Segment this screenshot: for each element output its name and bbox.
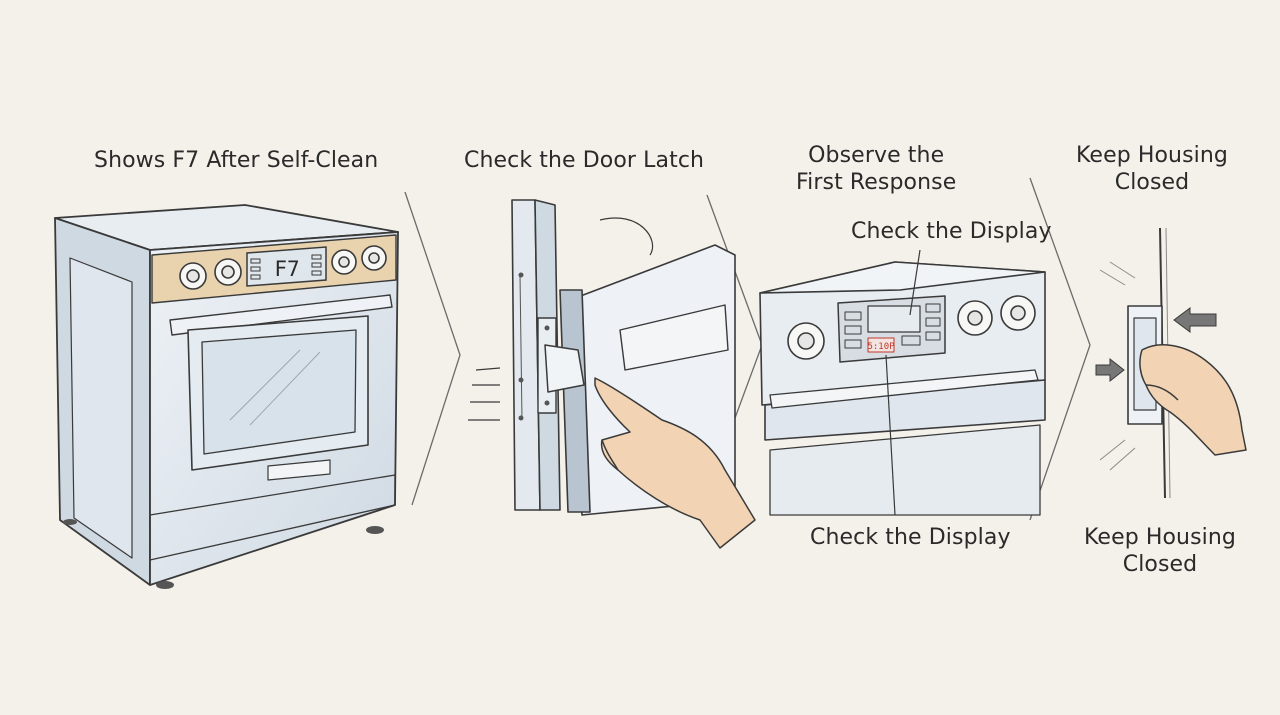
panel-readout: 5:10P xyxy=(867,342,895,352)
step-4-title-line-2: Closed xyxy=(1114,170,1190,195)
oven-readout: F7 xyxy=(274,257,299,281)
arrow-left-icon xyxy=(1173,307,1217,333)
oven-knobs xyxy=(179,245,387,290)
oven-range xyxy=(54,204,399,589)
oven-display: F7 xyxy=(246,246,327,287)
step-4-title-line-1: Keep Housing xyxy=(1076,143,1228,168)
hand-pointing-icon xyxy=(594,377,756,549)
step-3-title-line-1: Observe the xyxy=(808,143,945,168)
step-2-title: Check the Door Latch xyxy=(464,148,705,173)
hand-pressing-icon xyxy=(1139,344,1247,456)
control-panel-scene: 5:10P xyxy=(759,261,1046,516)
callout-housing-bottom: Keep Housing Closed xyxy=(1084,524,1236,578)
arrow-right-icon xyxy=(1095,357,1125,383)
callout-housing-line-2: Closed xyxy=(1122,552,1198,577)
callout-lines xyxy=(885,249,921,516)
panel-knobs xyxy=(787,295,1036,360)
step-1-title: Shows F7 After Self-Clean xyxy=(94,148,379,173)
callout-display-top: Check the Display xyxy=(851,219,1052,244)
callout-housing-line-1: Keep Housing xyxy=(1084,525,1236,550)
step-3-title: Observe the First Response xyxy=(796,142,956,196)
step-3-title-line-2: First Response xyxy=(796,170,957,195)
callout-display-bottom: Check the Display xyxy=(810,525,1011,550)
step-4-title: Keep Housing Closed xyxy=(1076,142,1228,196)
